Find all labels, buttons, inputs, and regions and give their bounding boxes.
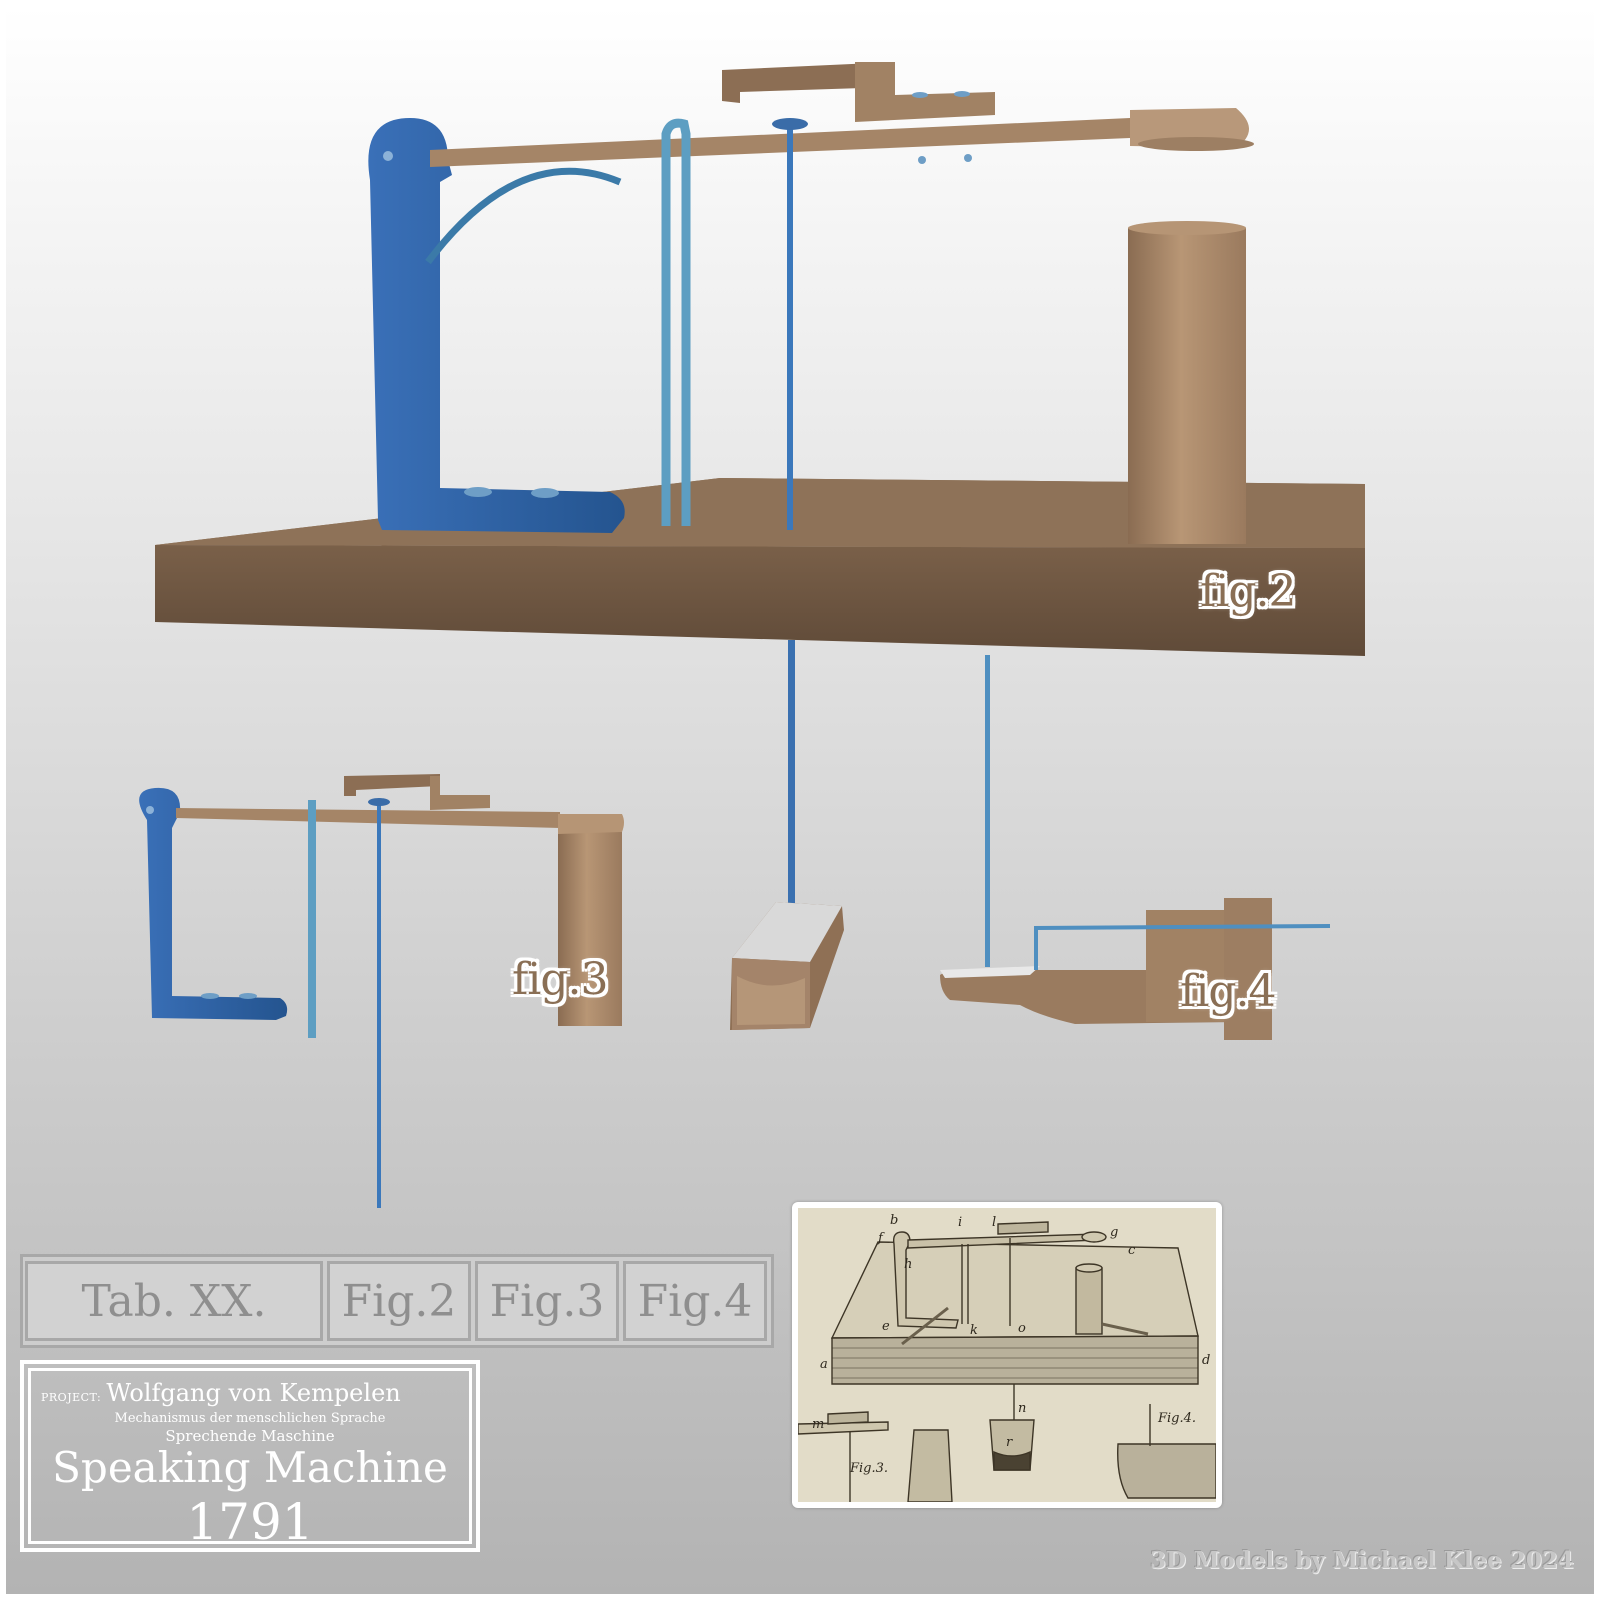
german-subtitle-1: Mechanismus der menschlichen Sprache [114,1411,386,1426]
engraving-letter-n: n [1018,1401,1026,1416]
engraving-letter-i: i [958,1215,962,1230]
key-block-body [855,62,995,122]
fig4-label: fig.4 [1180,966,1277,1017]
tab-fig4: Fig.4 [623,1261,767,1341]
project-line: PROJECT: Wolfgang von Kempelen [41,1379,401,1407]
rod-cap [772,118,808,130]
fig2-model [155,62,1365,656]
bracket-screw-1 [464,487,492,497]
project-plaque-inner: PROJECT: Wolfgang von Kempelen Mechanism… [28,1368,472,1551]
engraving-letter-h: h [904,1257,912,1272]
tab-fig2: Fig.2 [327,1261,471,1341]
fig4-tall-plate [1224,898,1272,1040]
project-plaque: PROJECT: Wolfgang von Kempelen Mechanism… [20,1360,480,1552]
hook-rod [661,118,691,526]
wedge-block [730,902,844,1030]
engraving-letter-m: m [812,1417,824,1432]
blue-bracket [368,118,625,533]
hanging-rod-left [788,640,795,912]
bracket-screw-2 [531,488,559,498]
key-screw-1 [912,92,928,98]
key-block-top [722,62,895,103]
engraving-letter-a: a [820,1357,828,1372]
engraving-fig4-label: Fig.4. [1157,1411,1196,1426]
curved-spring [425,167,622,265]
fig3-cylinder [558,818,622,1026]
fig3-cylinder-top [558,814,624,834]
engraving-letter-d: d [1202,1353,1210,1368]
project-name: Wolfgang von Kempelen [106,1379,401,1407]
fig3-lever [176,808,560,828]
key-screw-2 [954,91,970,97]
tab-title: Tab. XX. [25,1261,323,1341]
fig3-hook-rod [308,800,316,1038]
fig3-pivot [146,806,154,814]
author-credit: 3D Models by Michael Klee 2024 [1150,1547,1574,1574]
fig3-key-body [430,776,490,810]
engraving-frame: a b c d e f g h i k l m n o r Fig.3. Fig… [792,1202,1222,1508]
fig3-thin-rod [377,806,381,1208]
thin-rod [787,126,793,530]
tab-fig3: Fig.3 [475,1261,619,1341]
fig3-screw-2 [239,993,257,999]
wood-cylinder [1128,228,1246,544]
engraving-letter-r: r [1006,1435,1013,1450]
fig2-label: fig.2 [1200,566,1297,617]
fig3-model [139,774,624,1208]
hanging-rod-right [985,655,990,967]
engraving-letter-g: g [1110,1225,1118,1240]
fig4-paddle-top [940,966,1040,978]
engraving-letter-b: b [890,1213,898,1228]
engraving-letter-c: c [1128,1243,1136,1258]
base-board-front [155,545,1365,656]
year: 1791 [186,1493,314,1551]
fig4-block [1146,910,1224,1022]
fig3-rod-cap [368,798,390,806]
fig4-model [940,898,1331,1040]
engraving-letter-f: f [877,1231,885,1246]
fig3-key-top [344,774,440,796]
fig4-wire [1034,924,1331,970]
historic-engraving: a b c d e f g h i k l m n o r Fig.3. Fig… [798,1208,1216,1502]
wood-cylinder-top [1128,221,1246,235]
bracket-pivot [383,151,393,161]
german-subtitle-2: Sprechende Maschine [165,1427,335,1445]
engraving-letter-l: l [992,1215,996,1230]
engraving-letter-e: e [882,1319,890,1334]
engraving-letter-o: o [1018,1321,1026,1336]
engraving-fig3-label: Fig.3. [849,1461,888,1476]
fig3-label: fig.3 [512,954,609,1005]
lever-pin-2 [964,154,972,162]
fig3-screw-1 [201,993,219,999]
tab-bar: Tab. XX. Fig.2 Fig.3 Fig.4 [20,1254,774,1348]
fig3-bracket [139,787,288,1020]
main-lever [430,118,1130,167]
engraving-letter-k: k [970,1323,978,1338]
main-title: Speaking Machine [52,1443,448,1492]
lever-pin-1 [918,156,926,164]
project-tag: PROJECT: [41,1391,102,1404]
lever-end-top [1138,137,1254,151]
